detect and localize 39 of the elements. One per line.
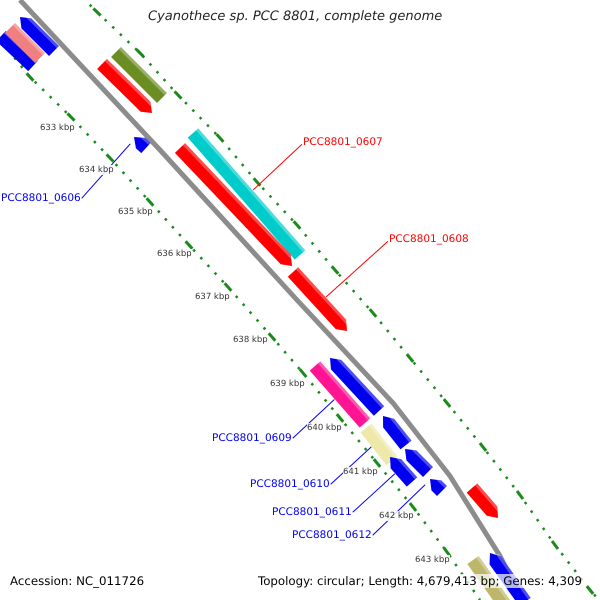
scale-label: 633 kbp: [40, 123, 75, 134]
scale-label: 635 kbp: [118, 207, 153, 218]
gene-label: PCC8801_0606: [1, 192, 81, 205]
gene-feature: [97, 59, 153, 113]
gene-label: PCC8801_0611: [272, 506, 352, 519]
gene-label: PCC8801_0609: [212, 432, 292, 445]
gene-feature: [430, 478, 447, 496]
gene-feature: [383, 416, 412, 450]
gene-label: PCC8801_0607: [303, 136, 383, 149]
scale-label: 639 kbp: [270, 379, 305, 390]
gene-feature: [330, 358, 384, 416]
leader-line: [292, 398, 335, 439]
scale-label: 638 kbp: [233, 335, 268, 346]
gene-label: PCC8801_0612: [292, 529, 372, 542]
scale-label: 641 kbp: [343, 467, 378, 478]
leader-line: [252, 144, 302, 191]
gene-feature: [5, 23, 45, 63]
gene-feature: [405, 448, 433, 477]
gene-feature: [466, 483, 500, 518]
leader-line: [326, 240, 388, 298]
accession-text: Accession: NC_011726: [8, 574, 146, 588]
scale-label: 642 kbp: [379, 511, 414, 522]
leader-line: [330, 446, 372, 485]
scale-label: 640 kbp: [307, 423, 342, 434]
scale-label: 636 kbp: [157, 249, 192, 260]
gene-feature: [111, 47, 167, 103]
gene-label: PCC8801_0610: [250, 478, 330, 491]
gene-feature: [360, 424, 398, 466]
gene-label: PCC8801_0608: [389, 233, 469, 246]
gene-feature: [390, 456, 418, 487]
gene-feature: [174, 143, 293, 266]
scale-label: 634 kbp: [79, 165, 114, 176]
title: Cyanothece sp. PCC 8801, complete genome: [148, 9, 442, 25]
scale-label: 643 kbp: [415, 555, 450, 566]
scale-label: 637 kbp: [195, 292, 230, 302]
gene-feature: [134, 136, 151, 154]
leader-line: [352, 473, 396, 513]
gene-feature: [20, 16, 59, 56]
gene-feature: [288, 267, 348, 331]
